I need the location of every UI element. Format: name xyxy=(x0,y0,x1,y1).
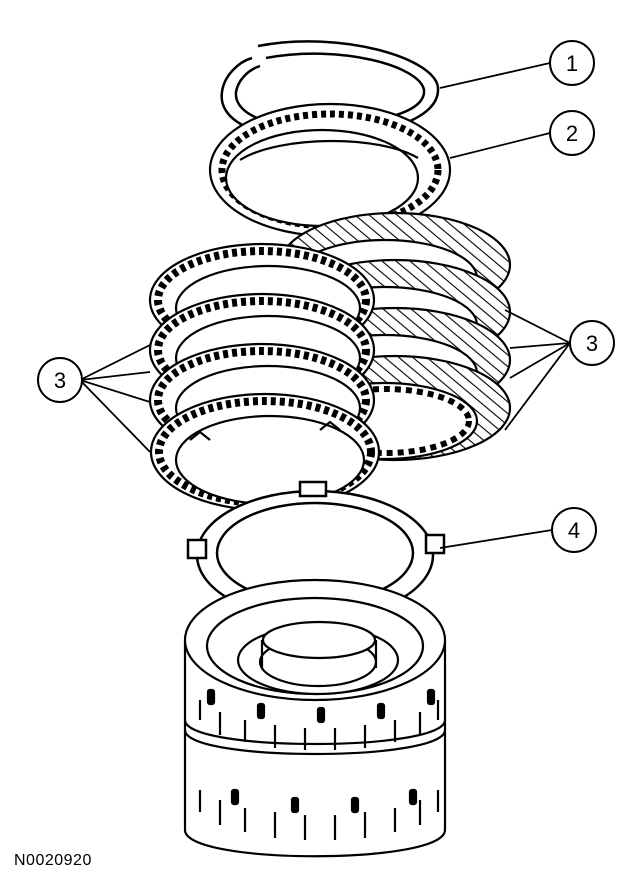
pressure-plate xyxy=(208,102,452,238)
callout-2-label: 2 xyxy=(566,121,578,146)
callout-2: 2 xyxy=(549,110,595,156)
callout-3-left-label: 3 xyxy=(54,368,66,393)
callout-1-label: 1 xyxy=(566,51,578,76)
steel-plates xyxy=(148,242,381,512)
callout-1: 1 xyxy=(549,40,595,86)
callout-3-left: 3 xyxy=(37,357,83,403)
callout-4-label: 4 xyxy=(568,518,580,543)
leader-lines xyxy=(79,62,571,549)
callout-4: 4 xyxy=(551,507,597,553)
callout-3-right-label: 3 xyxy=(586,331,598,356)
callout-3-right: 3 xyxy=(569,320,615,366)
figure-id: N0020920 xyxy=(14,852,92,869)
clutch-drum xyxy=(183,578,447,858)
